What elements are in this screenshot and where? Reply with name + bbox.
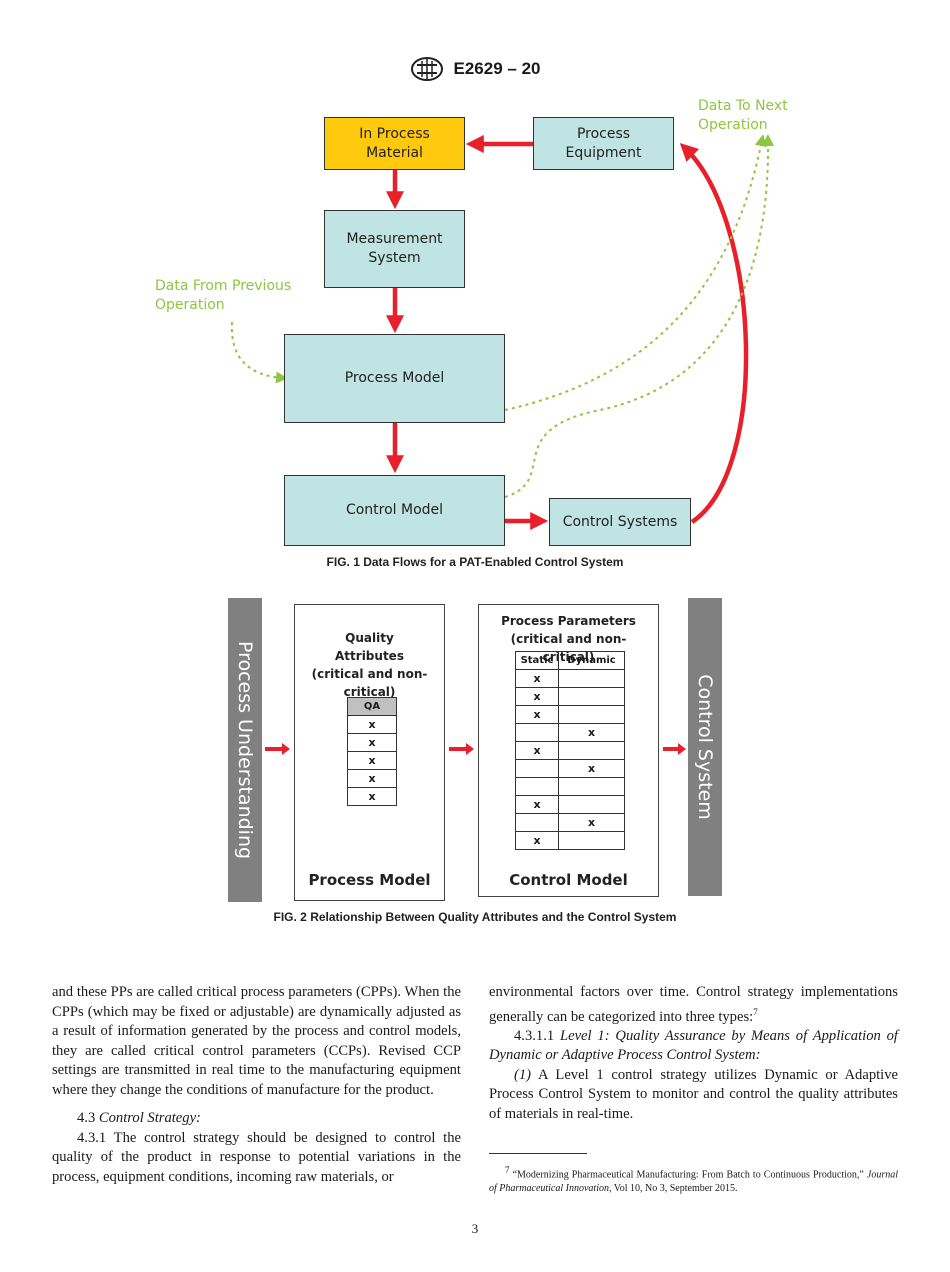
process-understanding-bar: Process Understanding (228, 598, 262, 902)
qa-header: QA (347, 697, 397, 716)
static-header: Static (515, 651, 559, 670)
table-row: x (515, 795, 625, 814)
table-row: x (515, 723, 625, 742)
measurement-system-box: Measurement System (324, 210, 465, 288)
right-column: environmental factors over time. Control… (489, 983, 898, 1124)
fig2-caption: FIG. 2 Relationship Between Quality Attr… (273, 910, 677, 924)
footnote-ref: 7 (753, 1006, 758, 1017)
astm-logo-icon (410, 57, 443, 81)
table-row (515, 777, 625, 796)
table-row: x (347, 715, 397, 734)
control-systems-box: Control Systems (549, 498, 691, 546)
pp-table: Static Dynamic x x x x x x x x x (515, 651, 625, 850)
process-equipment-box: Process Equipment (533, 117, 674, 170)
arrow-controlmodel-to-controlsystem (663, 743, 686, 755)
level-1-item: (1) A Level 1 control strategy utilizes … (489, 1066, 898, 1122)
page-header: E2629 – 20 (0, 56, 950, 87)
control-model-panel: Process Parameters (critical and non-cri… (478, 604, 659, 897)
arrow-controlsystems-to-equipment (679, 143, 749, 524)
table-row: x (515, 705, 625, 724)
table-row: x (515, 813, 625, 832)
process-model-box: Process Model (284, 334, 505, 423)
table-row: x (515, 669, 625, 688)
process-model-footer: Process Model (308, 871, 431, 889)
dynamic-header: Dynamic (558, 651, 625, 670)
fig2-arrows (265, 743, 686, 755)
table-row: x (347, 751, 397, 770)
table-row: x (347, 769, 397, 788)
control-model-box: Control Model (284, 475, 505, 546)
table-row: x (347, 787, 397, 806)
footnote-7: 7 “Modernizing Pharmaceutical Manufactur… (489, 1165, 899, 1195)
right-paragraph-1: environmental factors over time. Control… (489, 984, 898, 1025)
fig1-caption: FIG. 1 Data Flows for a PAT-Enabled Cont… (326, 555, 624, 569)
data-to-next-label: Data To Next Operation (698, 98, 788, 133)
page-number: 3 (471, 1221, 479, 1236)
control-system-bar: Control System (688, 598, 722, 896)
arrow-processmodel-to-controlmodel (449, 743, 474, 755)
quality-attributes-title: Quality Attributes (critical and non-cri… (311, 631, 428, 699)
table-row: x (515, 741, 625, 760)
dotted-processmodel-to-next (504, 134, 767, 411)
qa-table: QA x x x x x (347, 697, 397, 806)
control-model-footer: Control Model (509, 871, 628, 889)
section-4-3-1-1: 4.3.1.1 Level 1: Quality Assurance by Me… (489, 1027, 898, 1064)
dotted-previous-to-processmodel (230, 321, 288, 384)
process-model-panel: Quality Attributes (critical and non-cri… (294, 604, 445, 901)
footnote-rule (489, 1153, 587, 1154)
left-paragraph-1: and these PPs are called critical proces… (52, 984, 461, 1098)
section-4-3-heading: 4.3 Control Strategy: (77, 1110, 201, 1126)
section-4-3-1: 4.3.1 The control strategy should be des… (52, 1129, 461, 1185)
table-row: x (515, 759, 625, 778)
fig1-connectors (230, 134, 775, 530)
in-process-material-box: In Process Material (324, 117, 465, 170)
table-row: x (515, 831, 625, 850)
arrow-understanding-to-processmodel (265, 743, 290, 755)
table-row: x (347, 733, 397, 752)
table-row: x (515, 687, 625, 706)
document-number: E2629 – 20 (453, 59, 541, 78)
left-column: and these PPs are called critical proces… (52, 983, 461, 1187)
data-from-previous-label: Data From Previous Operation (155, 278, 292, 313)
